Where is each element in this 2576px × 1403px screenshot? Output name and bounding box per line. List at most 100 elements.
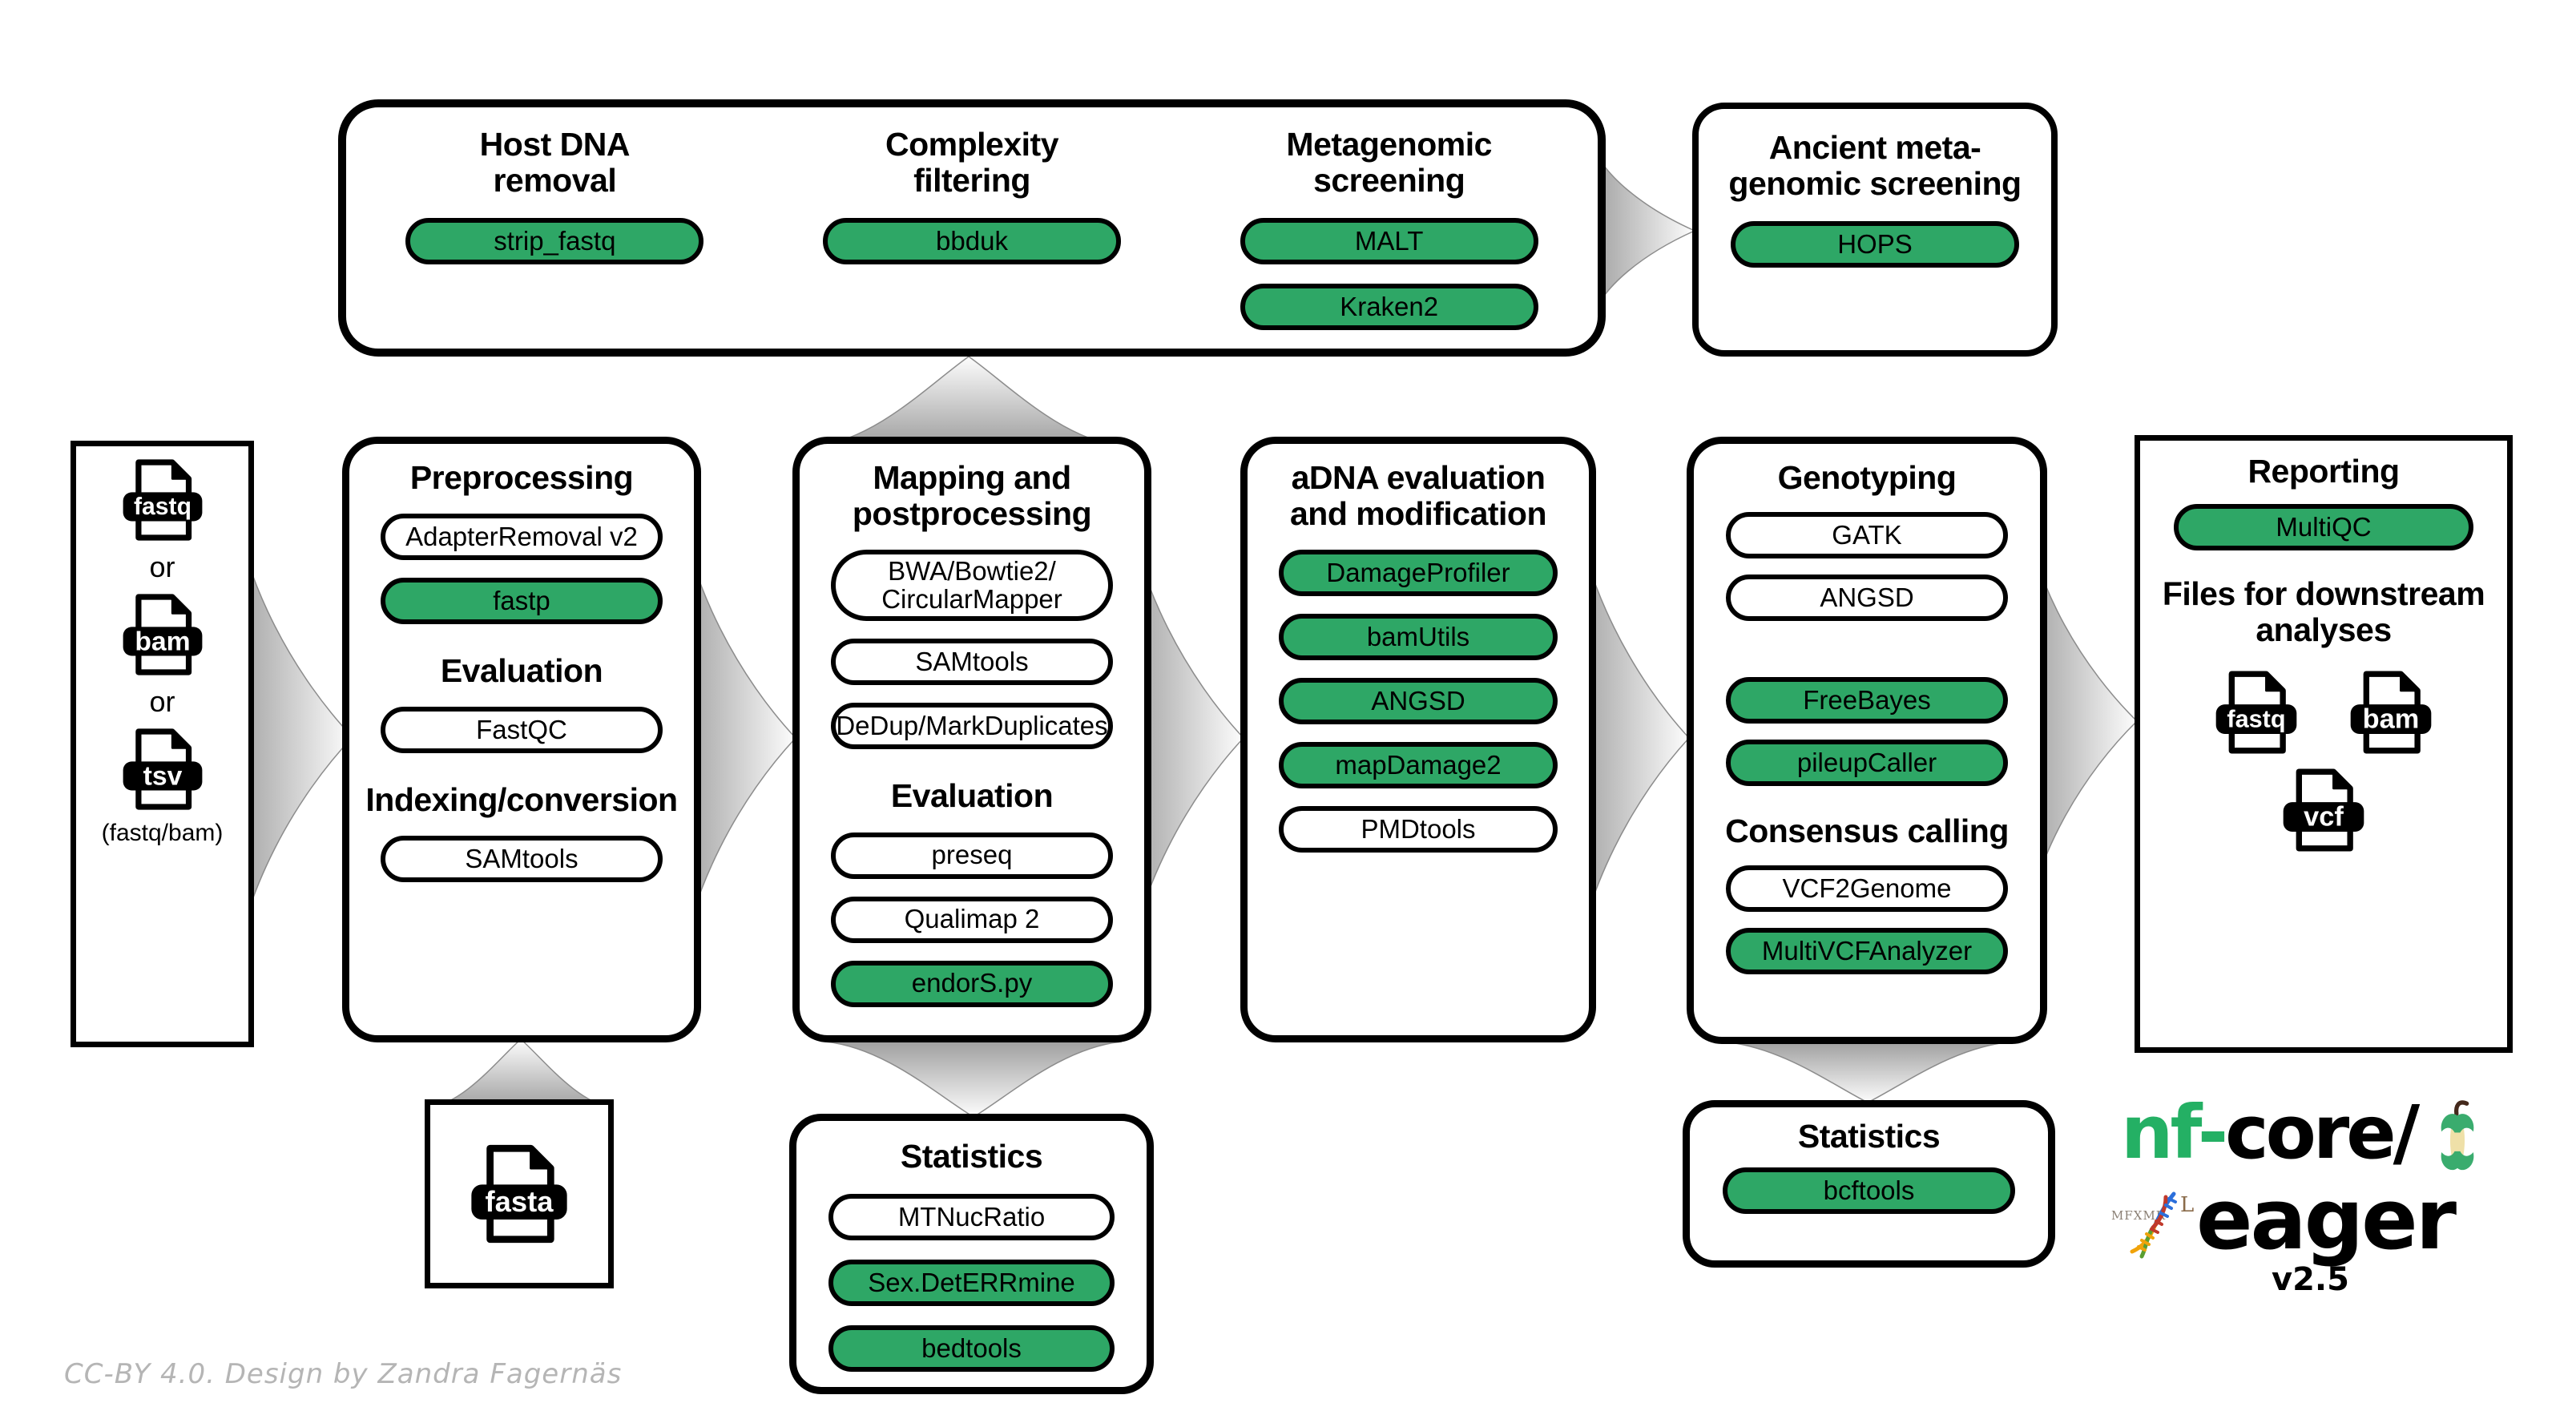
fasta-file-label: fasta <box>486 1185 554 1218</box>
nf-core-eager-logo: nf-core/ MFXMR L eager v2.5 <box>2111 1096 2544 1298</box>
tool-pill-malt: MALT <box>1240 218 1538 265</box>
runes-text: MFXMR <box>2111 1208 2166 1223</box>
license-credit: CC-BY 4.0. Design by Zandra Fagernäs <box>64 1358 623 1390</box>
bam-file-label: bam <box>2363 704 2420 735</box>
logo-brand-row: nf-core/ <box>2111 1096 2544 1186</box>
flow-arrow-mapping-to-statistics <box>825 1042 1122 1117</box>
tool-pill-dedup-markduplicates: DeDup/MarkDuplicates <box>831 703 1113 750</box>
tsv-file-label: tsv <box>143 760 182 791</box>
vcf-file-icon: vcf <box>2283 768 2364 852</box>
tsv-file-icon: tsv <box>123 728 202 810</box>
fastq-file-icon: fastq <box>123 459 202 541</box>
heading-evaluation: Evaluation <box>440 652 603 690</box>
statistics-genotyping-entries: Statistics bcftools <box>1690 1107 2048 1260</box>
tool-pill-angsd: ANGSD <box>1725 575 2009 622</box>
logo-brand-text: nf-core/ <box>2121 1096 2420 1170</box>
fastq-file-label: fastq <box>134 494 191 520</box>
tool-pill-fastqc: FastQC <box>381 707 663 754</box>
heading-genotyping: Genotyping <box>1777 459 1957 496</box>
flow-arrow-fasta-to-preprocessing <box>428 1039 614 1108</box>
downstream-files: fastq bam vcf <box>2206 669 2441 853</box>
tool-pill-qualimap-2: Qualimap 2 <box>831 896 1113 943</box>
or-separator: or <box>149 685 175 718</box>
tool-pill-samtools: SAMtools <box>831 639 1113 686</box>
heading-reporting: Reporting <box>2247 453 2400 490</box>
bam-file-icon: bam <box>123 594 202 675</box>
tool-pill-hops: HOPS <box>1731 221 2019 268</box>
downstream-files-row: fastq bam <box>2206 669 2441 756</box>
tool-pill-pmdtools: PMDtools <box>1279 806 1558 853</box>
logo-nf-text: nf <box>2121 1090 2201 1175</box>
apple-top <box>2441 1114 2474 1133</box>
reference-fasta-box: fasta <box>425 1099 614 1288</box>
tool-pill-adapterremoval-v2: AdapterRemoval v2 <box>381 514 663 561</box>
tool-pill-samtools: SAMtools <box>381 836 663 883</box>
tool-pill-mtnucratio: MTNucRatio <box>828 1194 1115 1241</box>
tool-pill-preseq: preseq <box>831 832 1113 879</box>
heading-statistics: Statistics <box>1797 1118 1941 1155</box>
statistics-genotyping-box: Statistics bcftools <box>1683 1100 2055 1268</box>
flow-arrow-metagenomic-to-ancient <box>1590 138 1695 324</box>
tool-pill-fastp: fastp <box>381 578 663 625</box>
apple-bottom <box>2441 1151 2474 1171</box>
logo-dash: - <box>2197 1090 2228 1175</box>
bam-file-icon: bam <box>2350 671 2432 754</box>
fastq-file-icon: fastq <box>2215 671 2297 754</box>
tool-pill-mapdamage2: mapDamage2 <box>1279 742 1558 789</box>
heading-evaluation: Evaluation <box>890 777 1054 815</box>
logo-eager-text: eager <box>2196 1171 2457 1268</box>
bam-file-label: bam <box>135 626 190 656</box>
heading-preprocessing: Preprocessing <box>409 459 634 496</box>
heading-ancient-meta-genomic-screening: Ancient meta-genomic screening <box>1728 129 2022 203</box>
tool-pill-sex-deterrmine: Sex.DetERRmine <box>828 1260 1115 1307</box>
heading-consensus-calling: Consensus calling <box>1725 812 2009 850</box>
tool-pill-bedtools: bedtools <box>828 1325 1115 1373</box>
tool-pill-gatk: GATK <box>1725 512 2009 559</box>
logo-app-row: MFXMR L eager <box>2111 1178 2544 1261</box>
tool-pill-bwa-bowtie2-circularmapper: BWA/Bowtie2/CircularMapper <box>831 550 1113 622</box>
logo-core-text: core/ <box>2225 1090 2420 1175</box>
dna-helix-icon: MFXMR L <box>2111 1191 2194 1259</box>
tool-pill-bcftools: bcftools <box>1722 1167 2016 1215</box>
input-files-box: fastq or bam or tsv (fastq/bam) <box>71 441 254 1047</box>
tool-pill-angsd: ANGSD <box>1279 678 1558 725</box>
or-separator: or <box>149 550 175 583</box>
tool-pill-freebayes: FreeBayes <box>1725 677 2009 724</box>
tsv-caption: (fastq/bam) <box>101 820 224 846</box>
apple-stem <box>2454 1100 2469 1116</box>
fastq-file-label: fastq <box>2227 705 2285 733</box>
vcf-file-label: vcf <box>2304 802 2344 833</box>
flow-arrow-mapping-to-screening <box>816 357 1122 446</box>
logo-version: v2.5 <box>2272 1261 2349 1298</box>
tool-pill-bamutils: bamUtils <box>1279 614 1558 661</box>
tool-pill-multivcfanalyzer: MultiVCFAnalyzer <box>1725 928 2009 975</box>
apple-core-icon <box>2441 1100 2474 1171</box>
tool-pill-strip-fastq: strip_fastq <box>405 218 704 265</box>
tool-pill-pileupcaller: pileupCaller <box>1725 740 2009 787</box>
tool-pill-multiqc: MultiQC <box>2173 504 2474 551</box>
tool-pill-vcf2genome: VCF2Genome <box>1725 865 2009 913</box>
